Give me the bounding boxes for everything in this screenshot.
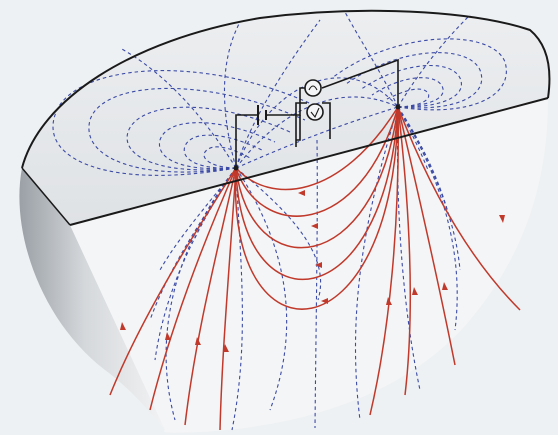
equipotential-line	[397, 106, 458, 331]
current-line	[235, 106, 399, 217]
equipotential-line	[183, 134, 263, 169]
current-line	[149, 167, 237, 411]
equipotential-line	[235, 106, 399, 169]
current-line	[235, 106, 399, 280]
current-arrow	[315, 262, 322, 268]
equipotential-line	[384, 88, 430, 108]
current-line	[234, 106, 399, 310]
equipotential-line	[371, 77, 444, 108]
equipotential-line	[235, 167, 288, 411]
wire-left	[235, 114, 258, 168]
wire-battery-ammeter	[266, 87, 305, 116]
current-line	[235, 106, 399, 191]
wire-voltmeter-left	[296, 115, 301, 141]
current-line	[184, 167, 237, 426]
voltmeter-needle	[310, 107, 320, 119]
current-line	[397, 106, 456, 366]
potential-wires	[295, 132, 331, 147]
current-line	[397, 106, 412, 396]
equipotential-line	[235, 19, 321, 169]
current-electrode-left	[233, 165, 239, 171]
circuit-wires	[235, 58, 399, 168]
equipotential-line	[88, 87, 306, 173]
equipotential-line	[231, 167, 243, 431]
equipotential-line	[203, 146, 251, 169]
current-arrow	[311, 223, 318, 229]
wire-voltmeter-tap	[295, 102, 307, 140]
current-line	[109, 167, 237, 396]
battery-icon	[257, 105, 267, 125]
equipotential-line	[52, 70, 321, 176]
current-arrow	[442, 282, 448, 290]
current-arrow	[195, 337, 201, 345]
current-line	[397, 106, 521, 311]
current-arrowheads	[120, 190, 505, 352]
equipotential-line	[314, 139, 318, 429]
equipotential-line	[165, 167, 237, 421]
equipotential-line	[223, 21, 241, 169]
wire-voltmeter-right	[322, 102, 331, 132]
ammeter-circle	[304, 79, 322, 97]
current-line	[369, 106, 399, 416]
ammeter-icon	[304, 79, 322, 97]
ammeter-needle	[308, 85, 318, 91]
equipotential-line	[396, 106, 421, 391]
current-electrode-right	[395, 104, 401, 110]
earth-side-shading	[19, 168, 165, 430]
side-edge	[21, 167, 71, 226]
current-arrow	[120, 322, 126, 330]
equipotential-line	[158, 122, 276, 170]
current-arrow	[412, 287, 418, 295]
current-arrow	[499, 215, 505, 223]
equipotential-line	[354, 106, 399, 421]
current-arrow	[386, 297, 392, 305]
current-arrow	[223, 344, 229, 352]
equipotential-line	[344, 11, 399, 108]
surface-outline	[21, 9, 551, 169]
current-arrow	[165, 332, 171, 340]
equipotential-line	[345, 52, 483, 109]
equipotential-line	[235, 167, 322, 301]
current-arrow	[298, 190, 305, 196]
surface-edge	[69, 97, 549, 226]
voltmeter-icon	[306, 103, 324, 121]
wire-right	[321, 58, 399, 107]
equipotential-line	[359, 64, 462, 108]
current-flow-lines	[109, 106, 521, 431]
equipotential-line	[397, 14, 471, 108]
ground-surface	[22, 10, 550, 226]
current-arrow	[321, 298, 328, 304]
cross-section-face	[70, 98, 548, 433]
current-line	[235, 106, 399, 249]
equipotential-line	[126, 106, 291, 171]
current-line	[219, 167, 237, 431]
